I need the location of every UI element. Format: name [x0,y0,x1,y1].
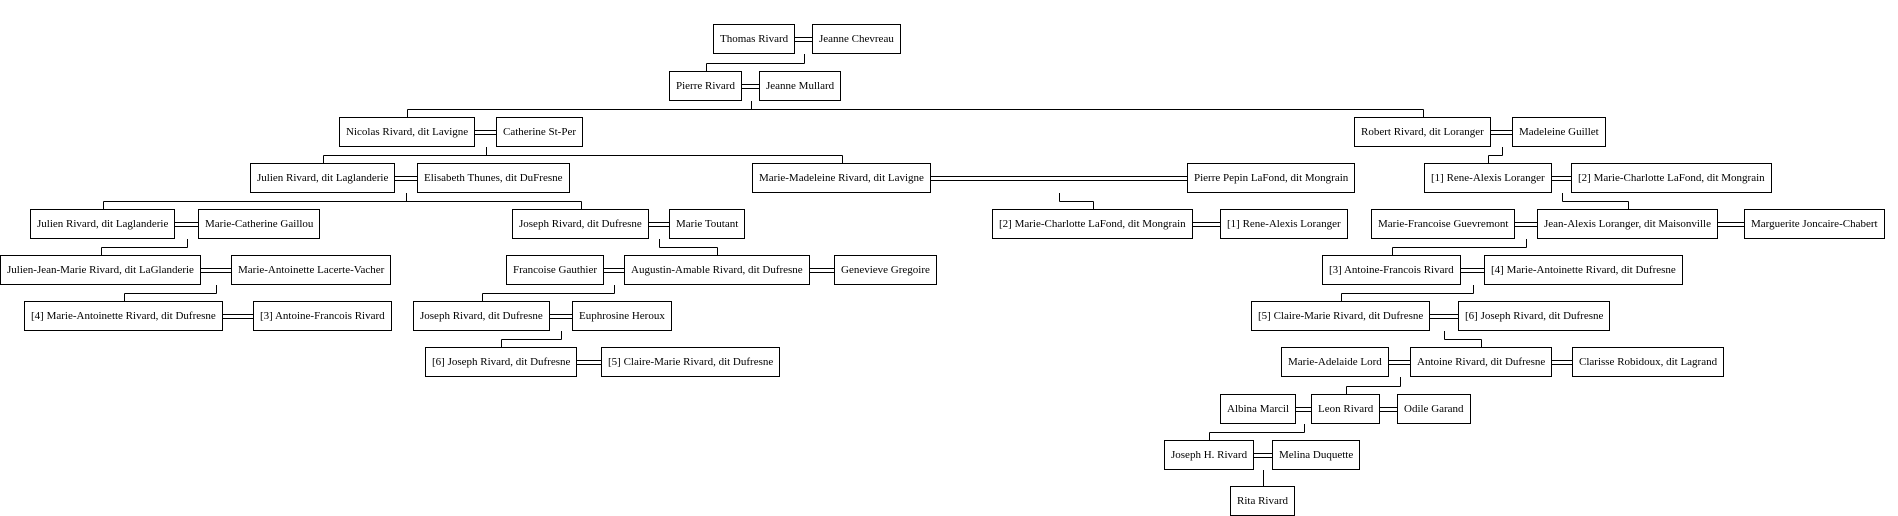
person-jean-alexis-loranger: Jean-Alexis Loranger, dit Maisonville [1537,209,1718,239]
person-francoise-gauthier: Francoise Gauthier [506,255,604,285]
person-julien-rivard-1: Julien Rivard, dit Laglanderie [250,163,396,193]
person-julien-rivard-2: Julien Rivard, dit Laglanderie [30,209,176,239]
person-jeanne-chevreau: Jeanne Chevreau [812,24,901,54]
person-euphrosine-heroux: Euphrosine Heroux [572,301,672,331]
person-antoine-rivard: Antoine Rivard, dit Dufresne [1410,347,1553,377]
person-thomas-rivard: Thomas Rivard [713,24,796,54]
person-genevieve-gregoire: Genevieve Gregoire [834,255,937,285]
person-leon-rivard: Leon Rivard [1311,394,1381,424]
person-clarisse-robidoux: Clarisse Robidoux, dit Lagrand [1572,347,1725,377]
person-joseph-rivard-1: Joseph Rivard, dit Dufresne [512,209,649,239]
person-marie-adelaide-lord: Marie-Adelaide Lord [1281,347,1389,377]
person-marie-catherine-gaillou: Marie-Catherine Gaillou [198,209,321,239]
person-joseph-rivard-2: Joseph Rivard, dit Dufresne [413,301,550,331]
person-elisabeth-thunes: Elisabeth Thunes, dit DuFresne [417,163,570,193]
person-marie-antoinette-rivard-4b: [4] Marie-Antoinette Rivard, dit Dufresn… [24,301,223,331]
person-catherine-st-per: Catherine St-Per [496,117,584,147]
person-joseph-rivard-6a: [6] Joseph Rivard, dit Dufresne [1458,301,1611,331]
person-joseph-h-rivard: Joseph H. Rivard [1164,440,1255,470]
person-melina-duquette: Melina Duquette [1272,440,1361,470]
person-nicolas-rivard: Nicolas Rivard, dit Lavigne [339,117,476,147]
person-claire-marie-rivard-5a: [5] Claire-Marie Rivard, dit Dufresne [1251,301,1431,331]
person-augustin-amable-rivard: Augustin-Amable Rivard, dit Dufresne [624,255,810,285]
person-marie-francoise-guevremont: Marie-Francoise Guevremont [1371,209,1516,239]
person-odile-garand: Odile Garand [1397,394,1471,424]
person-joseph-rivard-6b: [6] Joseph Rivard, dit Dufresne [425,347,578,377]
person-claire-marie-rivard-5b: [5] Claire-Marie Rivard, dit Dufresne [601,347,781,377]
person-rene-alexis-loranger-1b: [1] Rene-Alexis Loranger [1220,209,1348,239]
person-marie-charlotte-lafond-2b: [2] Marie-Charlotte LaFond, dit Mongrain [992,209,1193,239]
person-rene-alexis-loranger-1: [1] Rene-Alexis Loranger [1424,163,1552,193]
person-marie-madeleine-rivard: Marie-Madeleine Rivard, dit Lavigne [752,163,931,193]
person-antoine-francois-rivard-3a: [3] Antoine-Francois Rivard [1322,255,1461,285]
person-antoine-francois-rivard-3b: [3] Antoine-Francois Rivard [253,301,392,331]
person-marie-charlotte-lafond-2: [2] Marie-Charlotte LaFond, dit Mongrain [1571,163,1772,193]
person-marguerite-joncaire-chabert: Marguerite Joncaire-Chabert [1744,209,1885,239]
person-albina-marcil: Albina Marcil [1220,394,1297,424]
person-rita-rivard: Rita Rivard [1230,486,1296,516]
person-pierre-pepin-lafond: Pierre Pepin LaFond, dit Mongrain [1187,163,1356,193]
person-madeleine-guillet: Madeleine Guillet [1512,117,1606,147]
person-jeanne-mullard: Jeanne Mullard [759,71,842,101]
person-marie-antoinette-rivard-4a: [4] Marie-Antoinette Rivard, dit Dufresn… [1484,255,1683,285]
person-pierre-rivard: Pierre Rivard [669,71,742,101]
person-robert-rivard: Robert Rivard, dit Loranger [1354,117,1491,147]
person-marie-toutant: Marie Toutant [669,209,746,239]
person-marie-antoinette-lacerte-vacher: Marie-Antoinette Lacerte-Vacher [231,255,392,285]
person-julien-jean-marie-rivard: Julien-Jean-Marie Rivard, dit LaGlanderi… [0,255,201,285]
